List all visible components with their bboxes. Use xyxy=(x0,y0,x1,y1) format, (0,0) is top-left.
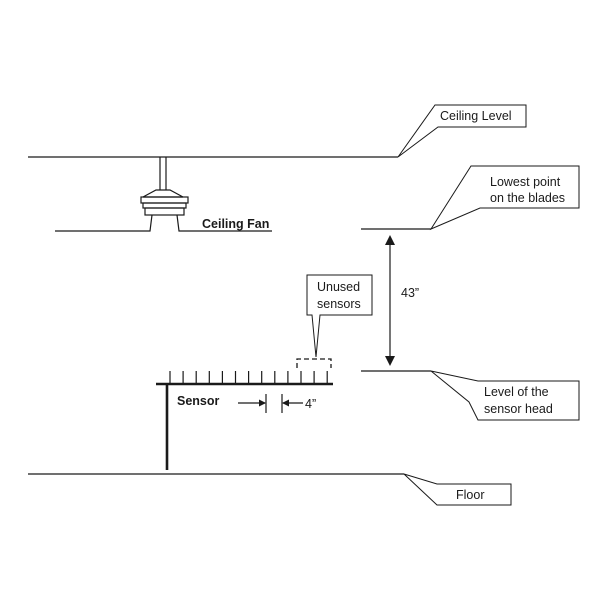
ceiling-fan xyxy=(55,157,272,232)
ceiling-fan-label: Ceiling Fan xyxy=(202,217,269,231)
sensor-level-label-line1: Level of the xyxy=(484,385,549,399)
spacing-label: 4” xyxy=(305,397,316,411)
sensor-heads xyxy=(169,371,328,384)
unused-sensors-label-line1: Unused xyxy=(317,280,360,294)
sensor-level-callout xyxy=(430,370,580,421)
floor-label: Floor xyxy=(456,488,484,502)
lowest-point-label-line2: on the blades xyxy=(490,191,565,205)
floor-callout xyxy=(403,473,512,506)
sensor-label: Sensor xyxy=(177,394,220,408)
unused-sensors-bracket xyxy=(296,358,332,368)
lowest-point-callout xyxy=(429,165,580,231)
unused-sensors-callout xyxy=(306,274,373,358)
lowest-point-label-line1: Lowest point xyxy=(490,175,561,189)
unused-sensors-label-line2: sensors xyxy=(317,297,361,311)
sensor-level-label-line2: sensor head xyxy=(484,402,553,416)
ceiling-level-callout xyxy=(397,104,527,158)
ceiling-level-label: Ceiling Level xyxy=(440,109,512,123)
distance-label: 43” xyxy=(401,286,419,300)
